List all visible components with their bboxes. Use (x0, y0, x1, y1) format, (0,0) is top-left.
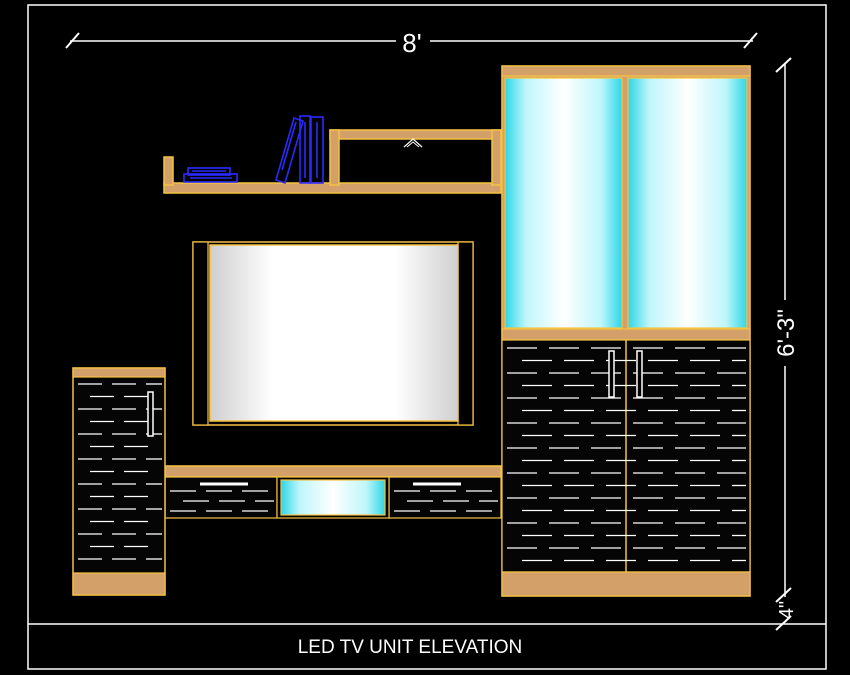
glass-door-left (504, 77, 623, 329)
right-tall-cabinet (501, 65, 751, 597)
wall-shelf (163, 115, 502, 194)
height-dimension: 6'-3" 4" (770, 57, 800, 631)
drawing-frame (27, 4, 827, 670)
tv-screen (209, 244, 459, 422)
bar-handle-icon (147, 391, 154, 437)
height-dimension-label: 6'-3" (773, 309, 800, 357)
console-stone-cladding-left (170, 490, 274, 512)
glass-door-right (627, 77, 748, 329)
left-side-cabinet (72, 367, 166, 596)
right-cabinet-stone-cladding (507, 347, 746, 562)
bar-handle-icon (608, 350, 615, 398)
console-stone-cladding-right (394, 490, 498, 512)
drawing-title: LED TV UNIT ELEVATION (298, 637, 523, 658)
chevron-up-icon (403, 138, 423, 148)
base-dimension-label: 4" (776, 601, 798, 619)
tv-console (164, 465, 502, 519)
console-glass-niche (280, 479, 386, 516)
width-dimension: 8' (65, 28, 758, 58)
bar-handle-icon (636, 350, 643, 398)
width-dimension-label: 8' (402, 28, 421, 58)
books-icon (183, 115, 324, 185)
